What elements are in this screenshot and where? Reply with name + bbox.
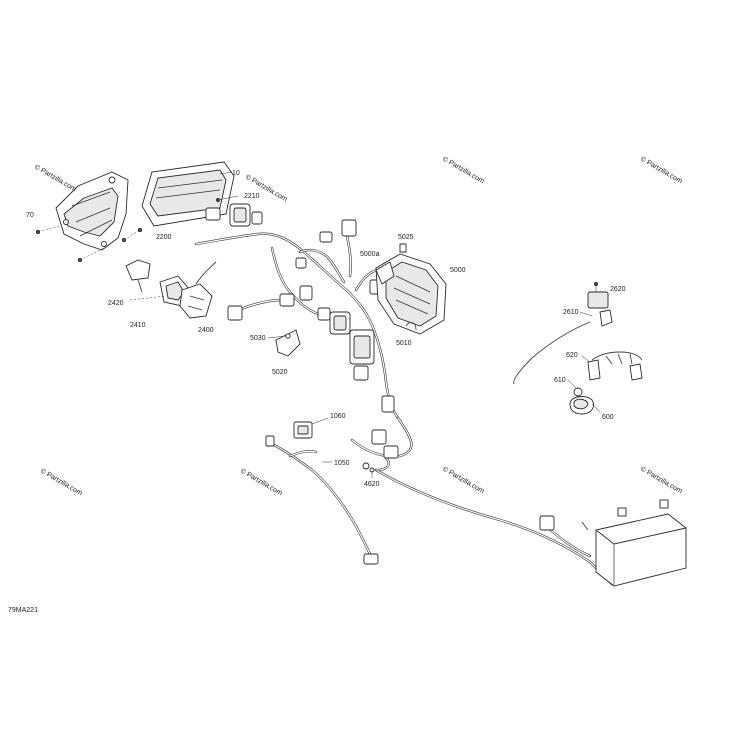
diagram-code: 79MA221: [8, 607, 38, 614]
callout-2620: 2620: [610, 286, 626, 293]
callout-10: 10: [232, 170, 240, 177]
callout-5025: 5025: [398, 234, 414, 241]
connector-1060: [293, 417, 329, 439]
callout-2210: 2210: [244, 193, 260, 200]
watermark: © Partzilla.com: [441, 155, 486, 186]
watermark: © Partzilla.com: [239, 467, 284, 498]
callout-2410: 2410: [130, 322, 146, 329]
callout-1060: 1060: [330, 413, 346, 420]
cluster-support-bracket: [35, 171, 143, 263]
clip-5010: [405, 322, 417, 331]
clip-4620: [362, 462, 375, 478]
right-callout-leaders: [567, 311, 601, 413]
callout-2610: 2610: [563, 309, 579, 316]
callout-600: 600: [602, 414, 614, 421]
ecm-module: [375, 253, 447, 335]
callout-610: 610: [554, 377, 566, 384]
callout-2200: 2200: [156, 234, 172, 241]
callout-5020: 5020: [272, 369, 288, 376]
watermark: © Partzilla.com: [39, 467, 84, 498]
watermark: © Partzilla.com: [639, 465, 684, 496]
connector-2210: [205, 195, 239, 221]
brand-label: © Partzilla.com: [33, 163, 78, 194]
callout-1050: 1050: [334, 460, 350, 467]
callout-2420: 2420: [108, 300, 124, 307]
screw-5030: [267, 333, 291, 339]
watermark: © Partzilla.com: [639, 155, 684, 186]
callout-5000a: 5000a: [360, 251, 380, 258]
instrument-cluster: [141, 161, 235, 227]
callout-5000: 5000: [450, 267, 466, 274]
callout-5010: 5010: [396, 340, 412, 347]
ignition-connector-group: [229, 203, 263, 227]
brand-watermark-main: © Partzilla.com: [33, 163, 78, 194]
callout-70: 70: [26, 212, 34, 219]
callout-4620: 4620: [364, 481, 380, 488]
battery: [539, 499, 687, 587]
dess-tether-assembly: [513, 282, 643, 415]
bracket-5020: [275, 329, 301, 357]
main-wiring-harness: [194, 230, 614, 586]
lh-switch-assembly: [125, 259, 217, 319]
callout-2400: 2400: [198, 327, 214, 334]
clip-5025: [399, 243, 407, 253]
callout-labels: 10 70 2210 2200 2420 2410 2400 5030 5020…: [26, 170, 626, 488]
callout-620: 620: [566, 352, 578, 359]
watermark: © Partzilla.com: [441, 465, 486, 496]
callout-5030: 5030: [250, 335, 266, 342]
harness-1050: [265, 435, 379, 565]
